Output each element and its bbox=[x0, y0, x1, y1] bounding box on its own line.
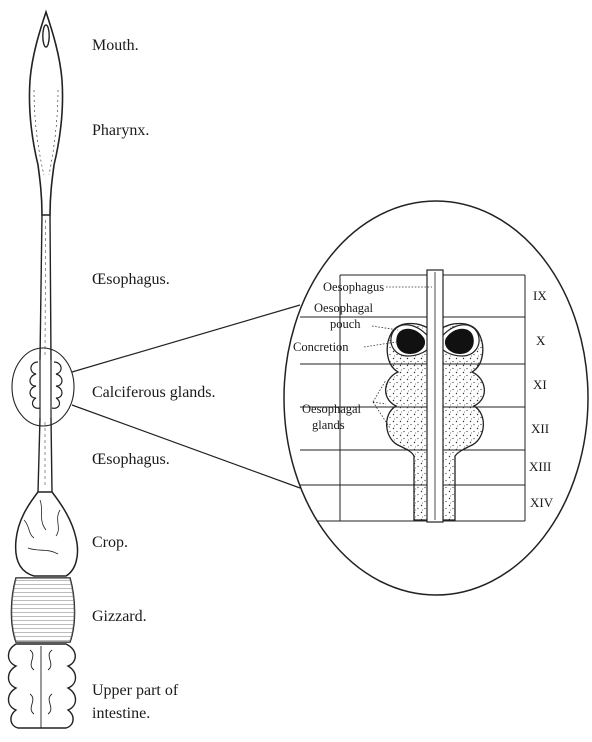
pharynx-shape bbox=[29, 12, 62, 215]
label-intestine-1: Upper part of bbox=[92, 682, 179, 699]
label-crop: Crop. bbox=[92, 534, 128, 551]
calciferous-circle bbox=[12, 348, 74, 426]
inset-label-glands-1: Oesophagal bbox=[302, 402, 362, 416]
label-oesophagus-upper: Œsophagus. bbox=[92, 271, 170, 288]
inset-label-glands-2: glands bbox=[312, 418, 345, 432]
inset-label-pouch-1: Oesophagal bbox=[314, 301, 374, 315]
zoom-line-bottom bbox=[72, 405, 300, 488]
label-intestine-2: intestine. bbox=[92, 705, 150, 722]
label-oesophagus-lower: Œsophagus. bbox=[92, 451, 170, 468]
pharynx-shading-right bbox=[49, 90, 58, 175]
label-pharynx: Pharynx. bbox=[92, 122, 149, 139]
label-mouth: Mouth. bbox=[92, 37, 139, 54]
inset-label-pouch-2: pouch bbox=[330, 317, 361, 331]
label-gizzard: Gizzard. bbox=[92, 608, 147, 625]
gut-drawing bbox=[9, 12, 78, 728]
inset-label-oesophagus: Oesophagus bbox=[323, 280, 384, 294]
segment-label-xii: XII bbox=[531, 421, 549, 436]
segment-label-xiii: XIII bbox=[529, 459, 551, 474]
label-calciferous: Calciferous glands. bbox=[92, 384, 216, 401]
segment-label-xi: XI bbox=[533, 377, 547, 392]
segment-label-xiv: XIV bbox=[530, 495, 554, 510]
inset-detail: Oesophagus Oesophagal pouch Concretion O… bbox=[284, 201, 588, 595]
pharynx-shading bbox=[34, 90, 44, 175]
mouth-opening bbox=[43, 25, 49, 47]
segment-label-x: X bbox=[536, 333, 546, 348]
crop-shape bbox=[16, 492, 78, 576]
zoom-line-top bbox=[72, 305, 300, 372]
calciferous-gland-lobes bbox=[30, 362, 62, 408]
intestine-shape bbox=[9, 644, 76, 728]
inset-label-concretion: Concretion bbox=[293, 340, 349, 354]
segment-label-ix: IX bbox=[533, 288, 547, 303]
